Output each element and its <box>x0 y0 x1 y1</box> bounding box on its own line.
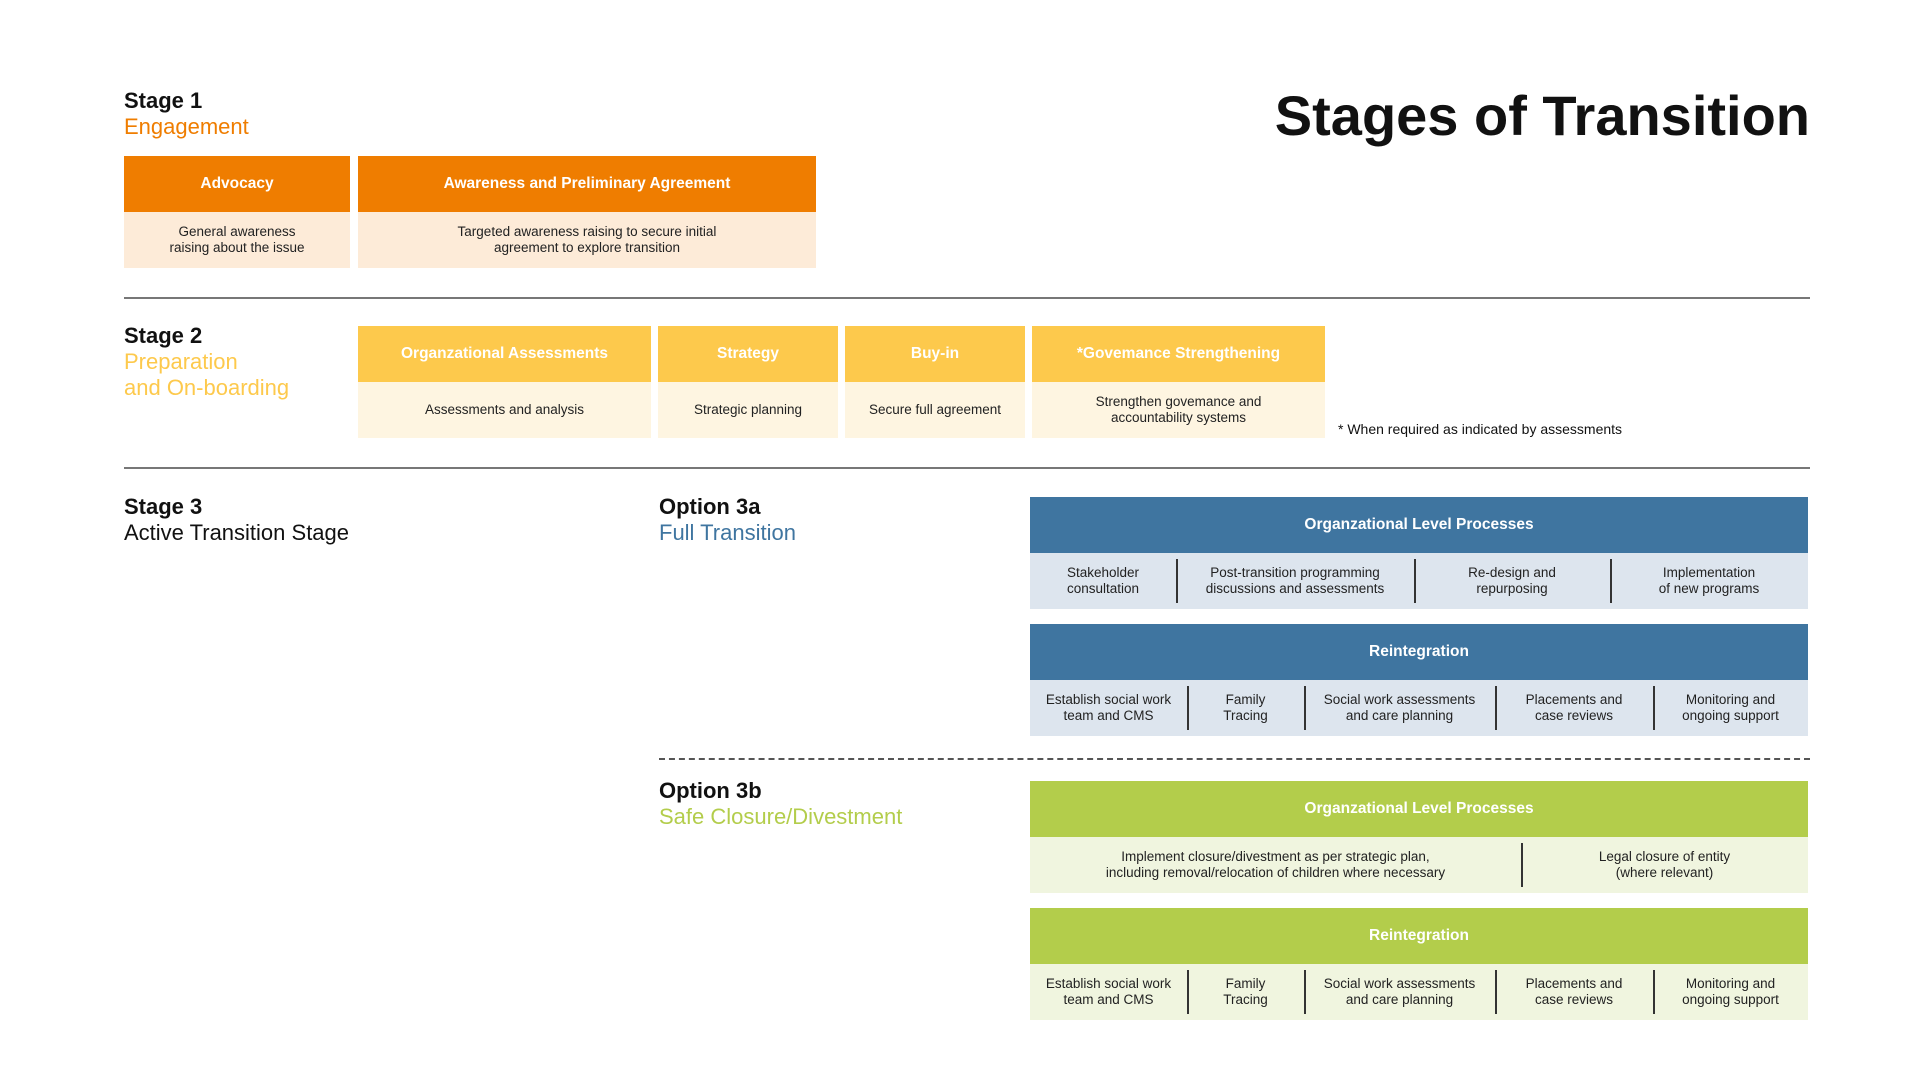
stage1-box-awareness: Awareness and Preliminary Agreement Targ… <box>358 156 816 268</box>
stage2-box-governance: *Govemance Strengthening Strengthen gove… <box>1032 326 1325 438</box>
process-cell: Establish social work team and CMS <box>1045 976 1172 1007</box>
process-cell: Legal closure of entity (where relevant) <box>1521 837 1808 893</box>
process-cell: Stakeholder consultation <box>1066 565 1140 596</box>
process-cell: Social work assessments and care plannin… <box>1304 680 1495 736</box>
option3b-name: Safe Closure/Divestment <box>659 804 903 829</box>
option3b-label: Option 3b <box>659 778 762 803</box>
option3a-org-processes: Organzational Level Processes Stakeholde… <box>1030 497 1808 609</box>
process-cell: Monitoring and ongoing support <box>1653 964 1808 1020</box>
stage2-label: Stage 2 <box>124 323 203 348</box>
option3a-label: Option 3a <box>659 494 761 519</box>
box-header: Organzational Level Processes <box>1030 497 1808 553</box>
stage1-box-advocacy: Advocacy General awareness raising about… <box>124 156 350 268</box>
process-cell: Family Tracing <box>1187 964 1304 1020</box>
option3b-reintegration: Reintegration Establish social work team… <box>1030 908 1808 1020</box>
box-header: Buy-in <box>845 326 1025 382</box>
process-cell: Monitoring and ongoing support <box>1653 680 1808 736</box>
process-cell: Social work assessments and care plannin… <box>1304 964 1495 1020</box>
box-header: Reintegration <box>1030 624 1808 680</box>
stage3-name: Active Transition Stage <box>124 520 350 545</box>
box-body: General awareness raising about the issu… <box>124 212 350 268</box>
box-header: Advocacy <box>124 156 350 212</box>
process-cell: Placements and case reviews <box>1495 680 1653 736</box>
box-header: Awareness and Preliminary Agreement <box>358 156 816 212</box>
option-divider <box>659 758 1810 760</box>
option3a-name: Full Transition <box>659 520 796 545</box>
option3a-reintegration: Reintegration Establish social work team… <box>1030 624 1808 736</box>
box-body: Strengthen govemance and accountability … <box>1032 382 1325 438</box>
stage2-box-strategy: Strategy Strategic planning <box>658 326 838 438</box>
box-header: Strategy <box>658 326 838 382</box>
divider <box>124 297 1810 299</box>
governance-note: * When required as indicated by assessme… <box>1338 421 1623 437</box>
box-header: Organzational Assessments <box>358 326 651 382</box>
process-cell: Implement closure/divestment as per stra… <box>1105 849 1446 880</box>
process-cell: Placements and case reviews <box>1495 964 1653 1020</box>
stage2-box-assessments: Organzational Assessments Assessments an… <box>358 326 651 438</box>
box-body: Strategic planning <box>658 382 838 438</box>
stage2-name: Preparation and On-boarding <box>124 349 290 400</box>
stage2-box-buyin: Buy-in Secure full agreement <box>845 326 1025 438</box>
process-cell: Post-transition programming discussions … <box>1176 553 1414 609</box>
process-cell: Family Tracing <box>1187 680 1304 736</box>
box-body: Assessments and analysis <box>358 382 651 438</box>
box-body: Targeted awareness raising to secure ini… <box>358 212 816 268</box>
box-body: Secure full agreement <box>845 382 1025 438</box>
divider <box>124 467 1810 469</box>
box-header: Organzational Level Processes <box>1030 781 1808 837</box>
option3b-org-processes: Organzational Level Processes Implement … <box>1030 781 1808 893</box>
box-header: Reintegration <box>1030 908 1808 964</box>
process-cell: Re-design and repurposing <box>1414 553 1610 609</box>
stage1-label: Stage 1 <box>124 88 203 113</box>
box-header: *Govemance Strengthening <box>1032 326 1325 382</box>
process-cell: Establish social work team and CMS <box>1045 692 1172 723</box>
stage1-name: Engagement <box>124 114 249 139</box>
stage3-label: Stage 3 <box>124 494 203 519</box>
process-cell: Implementation of new programs <box>1610 553 1808 609</box>
page-title: Stages of Transition <box>1274 84 1810 147</box>
